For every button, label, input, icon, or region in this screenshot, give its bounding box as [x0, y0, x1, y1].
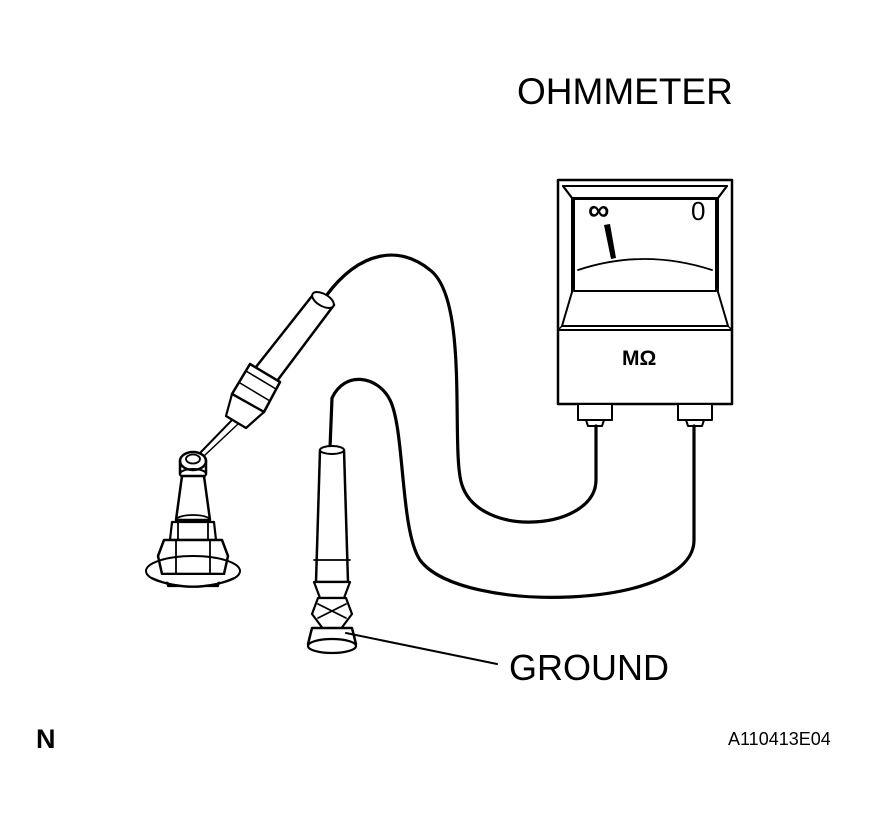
ground-clip: [306, 445, 358, 655]
ground-label: GROUND: [509, 647, 669, 688]
probe-test-lead: [324, 253, 598, 524]
ground-test-lead: [328, 377, 696, 599]
unit-megaohm-label: MΩ: [622, 347, 656, 370]
scale-zero-mark: 0: [691, 196, 705, 226]
ohmmeter-terminal-left: [577, 403, 613, 427]
ohmmeter-terminal-right: [677, 403, 713, 427]
spark-plug: [145, 450, 241, 588]
test-probe: [199, 291, 336, 457]
corner-code-label: N: [36, 724, 56, 754]
scale-infinity-mark: ∞: [588, 194, 609, 227]
figure-id-label: A110413E04: [728, 729, 831, 749]
ohmmeter-label: OHMMETER: [517, 71, 733, 112]
ground-leader-line: [345, 632, 498, 665]
ohmmeter-device: [556, 178, 734, 406]
